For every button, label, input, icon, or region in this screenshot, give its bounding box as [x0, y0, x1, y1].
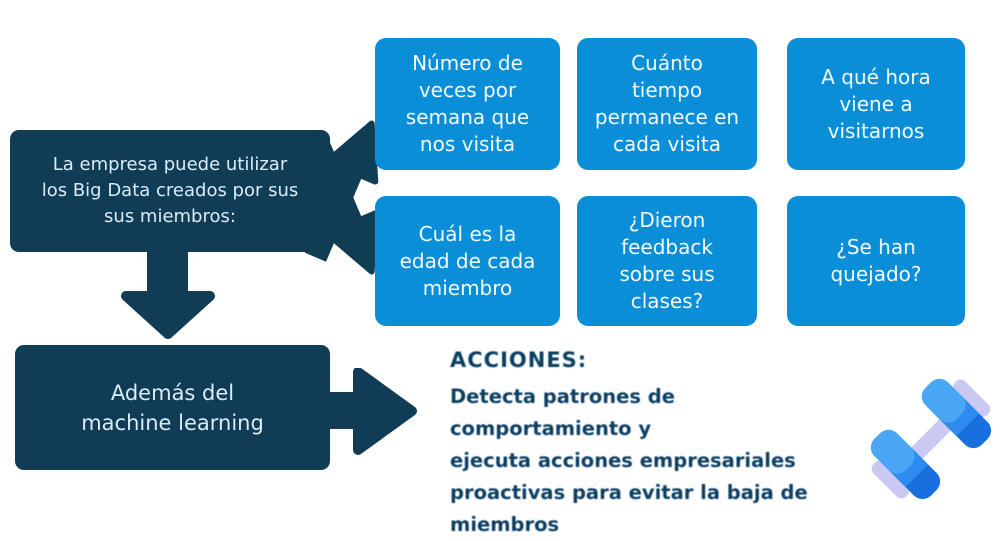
box-member-age: Cuál es la edad de cada miembro — [375, 196, 560, 326]
ml-box-line: machine learning — [81, 410, 264, 435]
box-label: A qué hora viene a visitarnos — [821, 64, 931, 143]
box-label: Cuánto tiempo permanece en cada visita — [594, 51, 740, 156]
intro-box-line: sus miembros: — [104, 206, 236, 227]
intro-box: La empresa puede utilizar los Big Data c… — [10, 130, 330, 252]
actions-line: proactivas para evitar la baja de — [450, 481, 808, 504]
actions-line: miembros — [450, 513, 560, 536]
box-label: Número de veces por semana que nos visit… — [405, 51, 530, 156]
box-complaints: ¿Se han quejado? — [787, 196, 965, 326]
branch-arrows-icon — [305, 120, 379, 275]
machine-learning-box: Además del machine learning — [15, 345, 330, 470]
actions-line: Detecta patrones de comportamiento y — [450, 385, 675, 440]
box-label: Cuál es la edad de cada miembro — [399, 221, 536, 300]
box-visit-duration: Cuánto tiempo permanece en cada visita — [577, 38, 757, 170]
box-visit-time: A qué hora viene a visitarnos — [787, 38, 965, 170]
intro-box-line: los Big Data creados por sus — [41, 180, 299, 201]
actions-line: ejecuta acciones empresariales — [450, 449, 796, 472]
actions-text-block: ACCIONES: Detecta patrones de comportami… — [450, 348, 850, 541]
infographic-canvas: La empresa puede utilizar los Big Data c… — [10, 38, 992, 536]
ml-box-line: Además del — [110, 380, 235, 405]
intro-box-line: La empresa puede utilizar — [52, 154, 288, 175]
actions-heading: ACCIONES: — [450, 348, 588, 372]
box-label: ¿Se han quejado? — [830, 235, 922, 286]
dumbbell-icon — [870, 378, 992, 500]
right-arrow-icon — [328, 368, 417, 455]
box-class-feedback: ¿Dieron feedback sobre sus clases? — [577, 196, 757, 326]
box-label: ¿Dieron feedback sobre sus clases? — [619, 208, 715, 313]
down-arrow-icon — [121, 248, 215, 339]
box-visits-per-week: Número de veces por semana que nos visit… — [375, 38, 560, 170]
